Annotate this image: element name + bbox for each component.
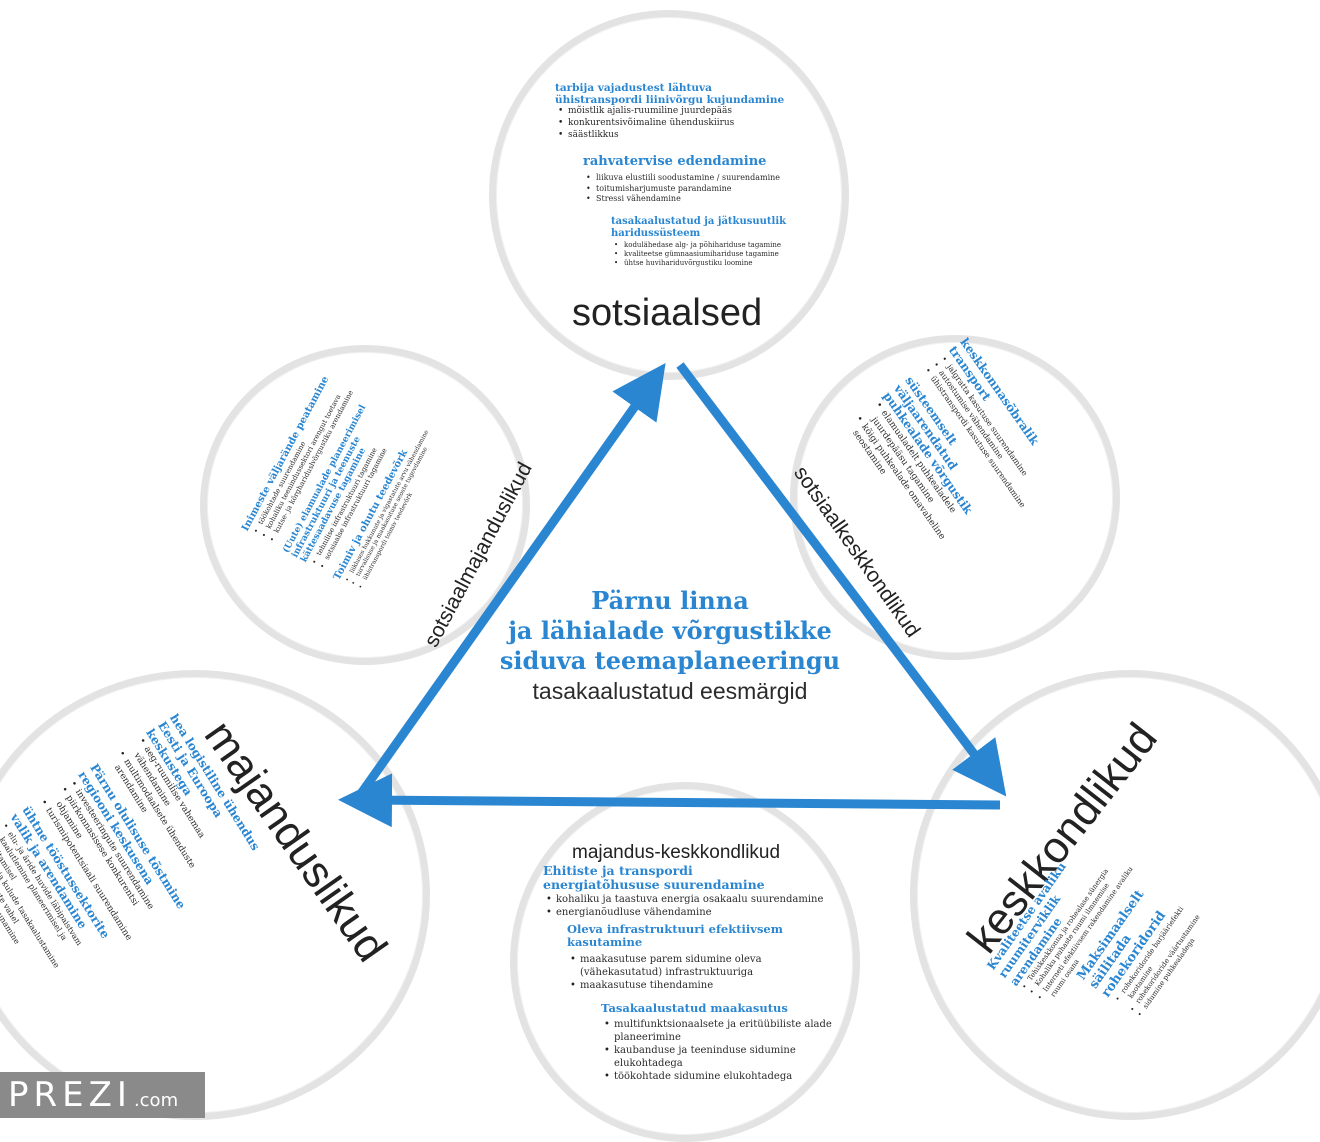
prezi-suffix: .com xyxy=(133,1089,179,1111)
economic-environmental-heading-3: Tasakaalustatud maakasutus xyxy=(601,1001,788,1016)
economic-environmental-heading-2: Oleva infrastruktuuri efektiivsem kasuta… xyxy=(567,921,783,949)
economic-environmental-list-1: kohaliku ja taastuva energia osakaalu su… xyxy=(543,893,863,919)
title-line3: siduva teemaplaneeringu xyxy=(499,646,841,675)
economic-environmental-label: majandus-keskkondlikud xyxy=(572,842,781,863)
economic-environmental-content: Ehitiste ja transpordi energiatõhususe s… xyxy=(543,863,863,1083)
socioeconomic-circle xyxy=(200,345,530,665)
economic-environmental-heading-1: Ehitiste ja transpordi energiatõhususe s… xyxy=(543,863,765,893)
list-item: kvaliteetse gümnaasiumihariduse tagamine xyxy=(614,250,795,259)
list-item: konkurentsivõimaline ühenduskiirus xyxy=(558,118,795,130)
list-item: ühtse huvihariduvõrgustiku loomine xyxy=(614,259,795,268)
list-item: Stressi vähendamine xyxy=(586,194,795,205)
list-item: multifunktsionaalsete ja eritüübiliste a… xyxy=(604,1018,844,1044)
list-item: liikuva elustiili soodustamine / suurend… xyxy=(586,173,795,184)
list-item: kaubanduse ja teeninduse sidumine elukoh… xyxy=(604,1044,844,1070)
social-heading-1: tarbija vajadustest lähtuva ühistranspor… xyxy=(555,82,785,107)
list-item: energianõudluse vähendamine xyxy=(546,906,863,919)
list-item: mõistlik ajalis-ruumiline juurdepääs xyxy=(558,106,795,118)
social-label: sotsiaalsed xyxy=(572,292,763,334)
economic-environmental-list-3: multifunktsionaalsete ja eritüübiliste a… xyxy=(601,1018,844,1083)
social-heading-3: tasakaalustatud ja jätkusuutlik hariduss… xyxy=(611,216,787,239)
list-item: kohaliku ja taastuva energia osakaalu su… xyxy=(546,893,863,906)
title-line1: Pärnu linna xyxy=(591,586,749,615)
list-item: maakasutuse parem sidumine oleva (väheka… xyxy=(570,953,810,979)
economic-circle xyxy=(0,670,430,1120)
list-item: toitumisharjumuste parandamine xyxy=(586,184,795,195)
list-item: kodulähedase alg- ja põhihariduse tagami… xyxy=(614,241,795,250)
list-item: maakasutuse tihendamine xyxy=(570,979,810,992)
center-title: Pärnu linna ja lähialade võrgustikke sid… xyxy=(430,586,910,706)
title-line4: tasakaalustatud eesmärgid xyxy=(532,678,808,704)
title-line2: ja lähialade võrgustikke xyxy=(508,616,832,645)
social-list-1: mõistlik ajalis-ruumiline juurdepääs kon… xyxy=(555,106,795,141)
prezi-brand: PREZI xyxy=(8,1075,132,1115)
arrow-left-up xyxy=(356,362,666,798)
social-list-3: kodulähedase alg- ja põhihariduse tagami… xyxy=(611,241,795,268)
arrow-right-down xyxy=(676,362,1007,797)
arrow-bottom-left xyxy=(338,773,1001,828)
social-list-2: liikuva elustiili soodustamine / suurend… xyxy=(583,173,795,205)
list-item: säästlikkus xyxy=(558,130,795,142)
list-item: töökohtade sidumine elukohtadega xyxy=(604,1070,844,1083)
prezi-watermark: PREZI.com xyxy=(0,1072,205,1118)
economic-environmental-list-2: maakasutuse parem sidumine oleva (väheka… xyxy=(567,953,810,992)
social-content: tarbija vajadustest lähtuva ühistranspor… xyxy=(555,82,795,269)
social-heading-2: rahvatervise edendamine xyxy=(583,154,767,170)
